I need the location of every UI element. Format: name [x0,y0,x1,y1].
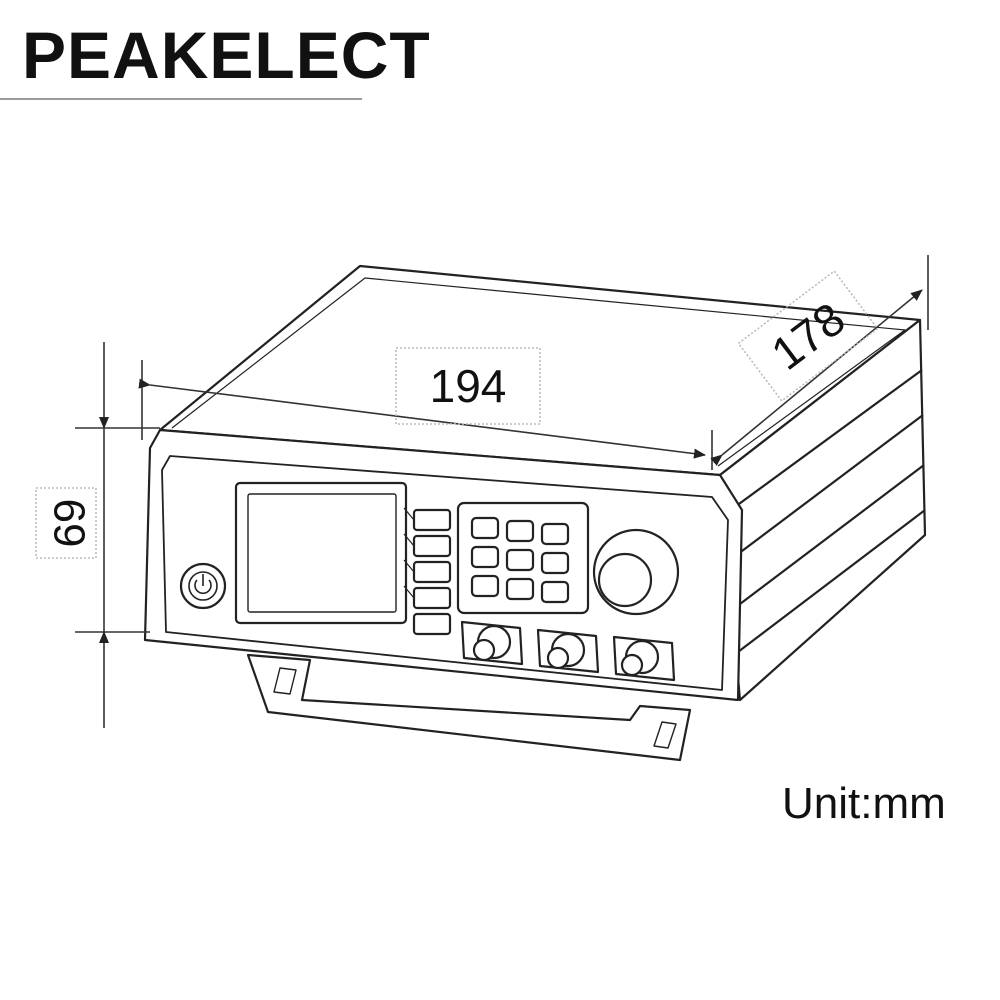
dimension-height [35,342,160,728]
width-dimension-label: 194 [430,360,507,412]
unit-label: Unit:mm [782,779,946,828]
dimension-depth [710,255,929,466]
front-panel [143,428,744,702]
brand-underline [0,98,362,100]
stand [246,653,692,762]
height-dimension-label: 69 [44,499,93,548]
brand-logo: PEAKELECT [22,18,431,92]
